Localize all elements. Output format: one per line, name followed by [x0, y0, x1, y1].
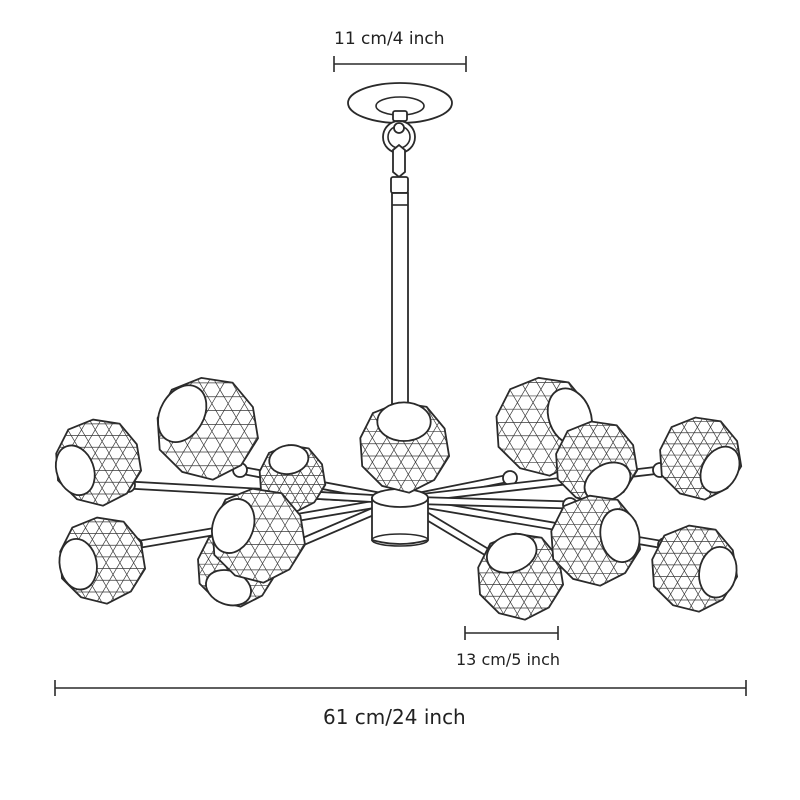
shade-opening — [58, 537, 98, 591]
glass-shade — [550, 494, 642, 587]
shade-opening — [699, 445, 741, 494]
shade-opening — [211, 498, 256, 554]
canopy — [347, 82, 453, 124]
shade-opening — [599, 508, 641, 564]
glass-shade — [156, 376, 259, 481]
down-rod — [391, 192, 409, 409]
shade-opening — [486, 532, 538, 574]
suspension-chain — [382, 120, 416, 194]
glass-shade — [651, 524, 739, 613]
glass-shade — [659, 416, 743, 501]
glass-shade — [58, 516, 147, 605]
shade-opening — [268, 444, 310, 475]
glass-shade — [211, 487, 306, 584]
shade-opening — [698, 545, 738, 599]
shade-opening — [54, 444, 96, 496]
shade-opening — [583, 461, 632, 503]
overall-width-label: 61 cm/24 inch — [323, 705, 466, 729]
overall-dimension-line — [54, 680, 747, 696]
shade-opening — [157, 384, 208, 443]
shade-opening — [376, 401, 432, 442]
shade-width-label: 13 cm/5 inch — [456, 650, 561, 669]
canopy-width-label: 11 cm/4 inch — [334, 29, 445, 49]
glass-shade — [359, 401, 451, 494]
glass-shade — [477, 532, 565, 621]
shade-dimension-line — [464, 626, 559, 640]
glass-shade — [54, 418, 143, 507]
central-hub — [371, 488, 429, 547]
canopy-dimension-line — [333, 56, 467, 72]
